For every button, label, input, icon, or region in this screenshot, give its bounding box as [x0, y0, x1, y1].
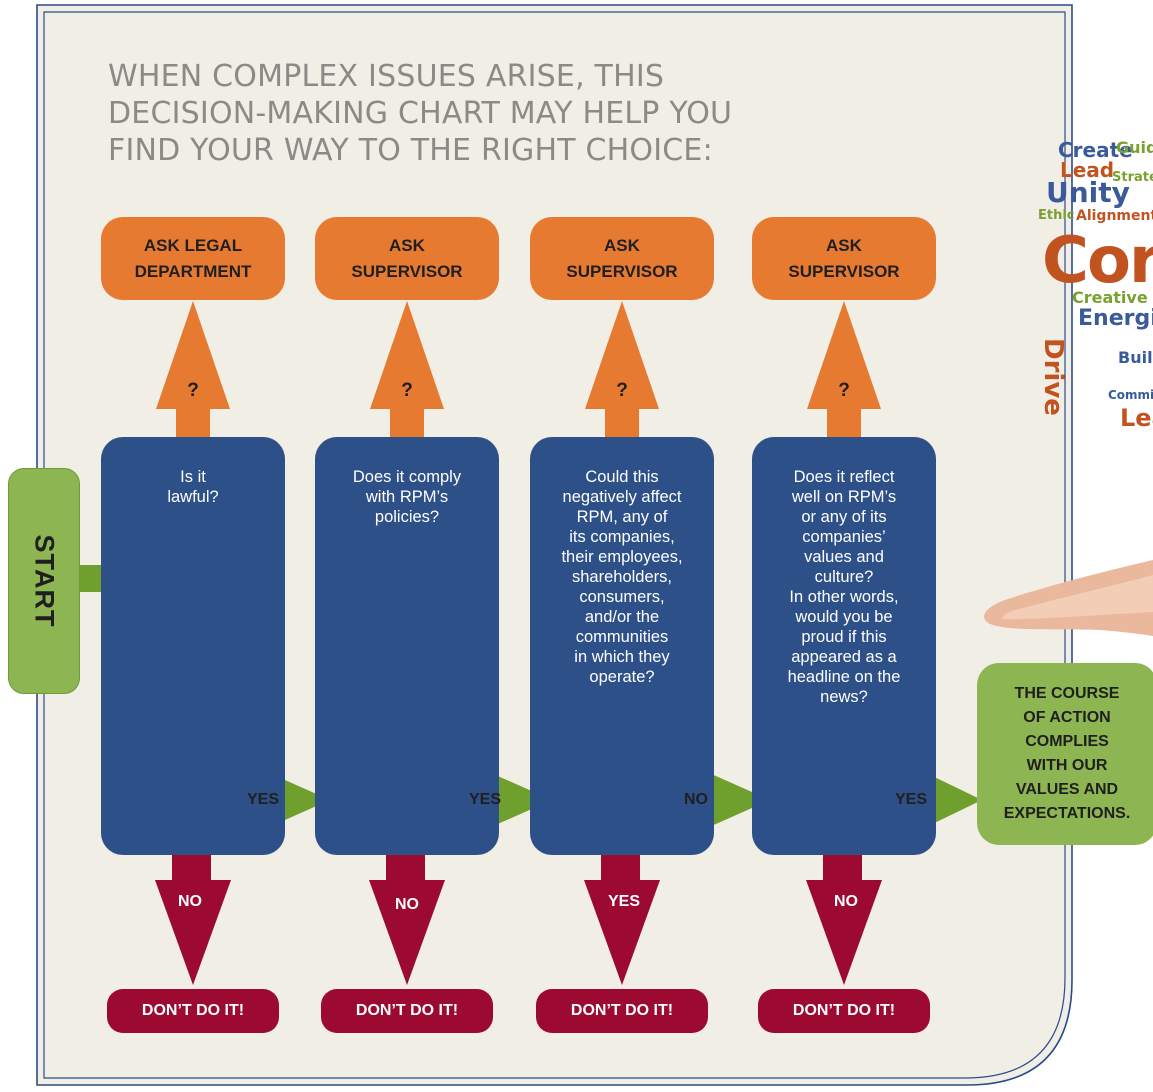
- no-label: NO: [178, 893, 202, 910]
- yes-label: YES: [468, 791, 501, 808]
- question-text: Could this negatively affect RPM, any of…: [561, 468, 683, 686]
- ask-label: ASK: [604, 235, 640, 255]
- ask-label: ASK: [826, 235, 862, 255]
- ask-supervisor-box: ASK SUPERVISOR: [752, 217, 936, 300]
- no-label: NO: [834, 893, 858, 910]
- title-line: WHEN COMPLEX ISSUES ARISE, THIS: [108, 59, 665, 94]
- dont-do-it-box: DON’T DO IT!: [758, 989, 930, 1033]
- up-arrow-2: [370, 301, 444, 437]
- ask-legal-box: ASK LEGAL DEPARTMENT: [101, 217, 285, 300]
- dont-do-it-box: DON’T DO IT!: [536, 989, 708, 1033]
- dont-do-it-box: DON’T DO IT!: [321, 989, 493, 1033]
- result-box: THE COURSE OF ACTION COMPLIES WITH OUR V…: [977, 663, 1153, 845]
- no-label: NO: [684, 791, 708, 808]
- question-text: Does it comply with RPM’s policies?: [352, 468, 462, 526]
- question-text: Does it reflect well on RPM’s or any of …: [787, 468, 901, 706]
- question-text: Is it lawful?: [167, 468, 219, 506]
- title-line: DECISION-MAKING CHART MAY HELP YOU: [108, 96, 733, 131]
- dont-do-it-box: DON’T DO IT!: [107, 989, 279, 1033]
- ask-label: SUPERVISOR: [788, 261, 900, 281]
- ask-label: ASK LEGAL: [143, 235, 243, 255]
- up-arrow-1: [156, 301, 230, 437]
- down-arrow-1: [155, 855, 231, 985]
- ask-label: DEPARTMENT: [134, 261, 252, 281]
- ask-label: SUPERVISOR: [566, 261, 678, 281]
- question-box-policies: Does it comply with RPM’s policies?: [315, 437, 499, 855]
- question-mark-label: ?: [616, 380, 628, 401]
- ask-label: ASK: [389, 235, 425, 255]
- no-label: NO: [395, 896, 419, 913]
- title-line: FIND YOUR WAY TO THE RIGHT CHOICE:: [108, 133, 713, 168]
- page-title: WHEN COMPLEX ISSUES ARISE, THIS DECISION…: [108, 58, 868, 169]
- ask-label: SUPERVISOR: [351, 261, 463, 281]
- question-box-negative-effect: Could this negatively affect RPM, any of…: [530, 437, 714, 855]
- question-mark-label: ?: [401, 380, 413, 401]
- question-mark-label: ?: [838, 380, 850, 401]
- yes-label: YES: [894, 791, 927, 808]
- up-arrow-3: [585, 301, 659, 437]
- yes-label: YES: [607, 893, 640, 910]
- down-arrow-3: [584, 855, 660, 985]
- down-arrow-4: [806, 855, 882, 985]
- question-mark-label: ?: [187, 380, 199, 401]
- start-box: START: [8, 468, 80, 694]
- up-arrow-4: [807, 301, 881, 437]
- ask-supervisor-box: ASK SUPERVISOR: [315, 217, 499, 300]
- down-arrow-2: [369, 855, 445, 985]
- question-box-reflect-values: Does it reflect well on RPM’s or any of …: [752, 437, 936, 855]
- word-cloud-image: Create Unity Guide Lead Strategy Core Et…: [1038, 138, 1153, 432]
- ask-supervisor-box: ASK SUPERVISOR: [530, 217, 714, 300]
- question-box-lawful: Is it lawful?: [101, 437, 285, 855]
- yes-label: YES: [246, 791, 279, 808]
